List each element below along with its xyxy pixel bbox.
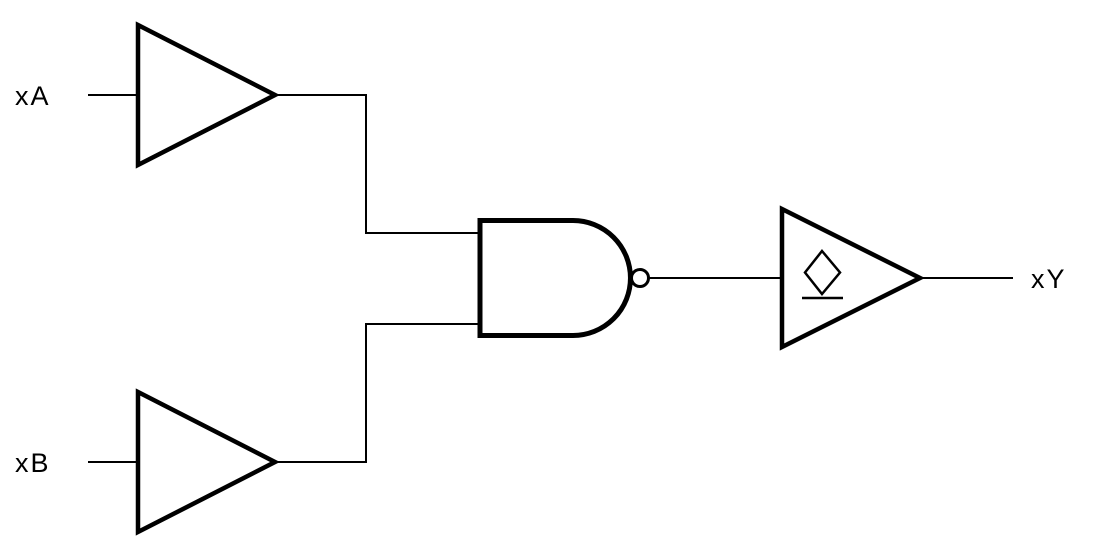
wires [88,94,1013,463]
input-a-label: xA [15,81,51,111]
diamond-shape [803,249,842,296]
open-drain-diamond-icon [802,249,843,300]
net-labels: xA xB xY [15,81,1067,478]
buffer-a-triangle [135,21,280,169]
output-buffer-triangle [779,205,926,351]
output-buffer [779,205,926,351]
nand-gate-body [477,218,633,338]
input-b-label: xB [15,448,51,478]
input-buffer-b [135,388,280,536]
output-label: xY [1031,264,1067,294]
buffer-b-triangle [135,388,280,536]
nand-inversion-bubble [630,268,650,288]
nand-gate [477,218,650,338]
input-buffer-a [135,21,280,169]
wire-buffer-a-to-nand [275,94,480,234]
wire-buffer-b-to-nand [275,323,480,463]
